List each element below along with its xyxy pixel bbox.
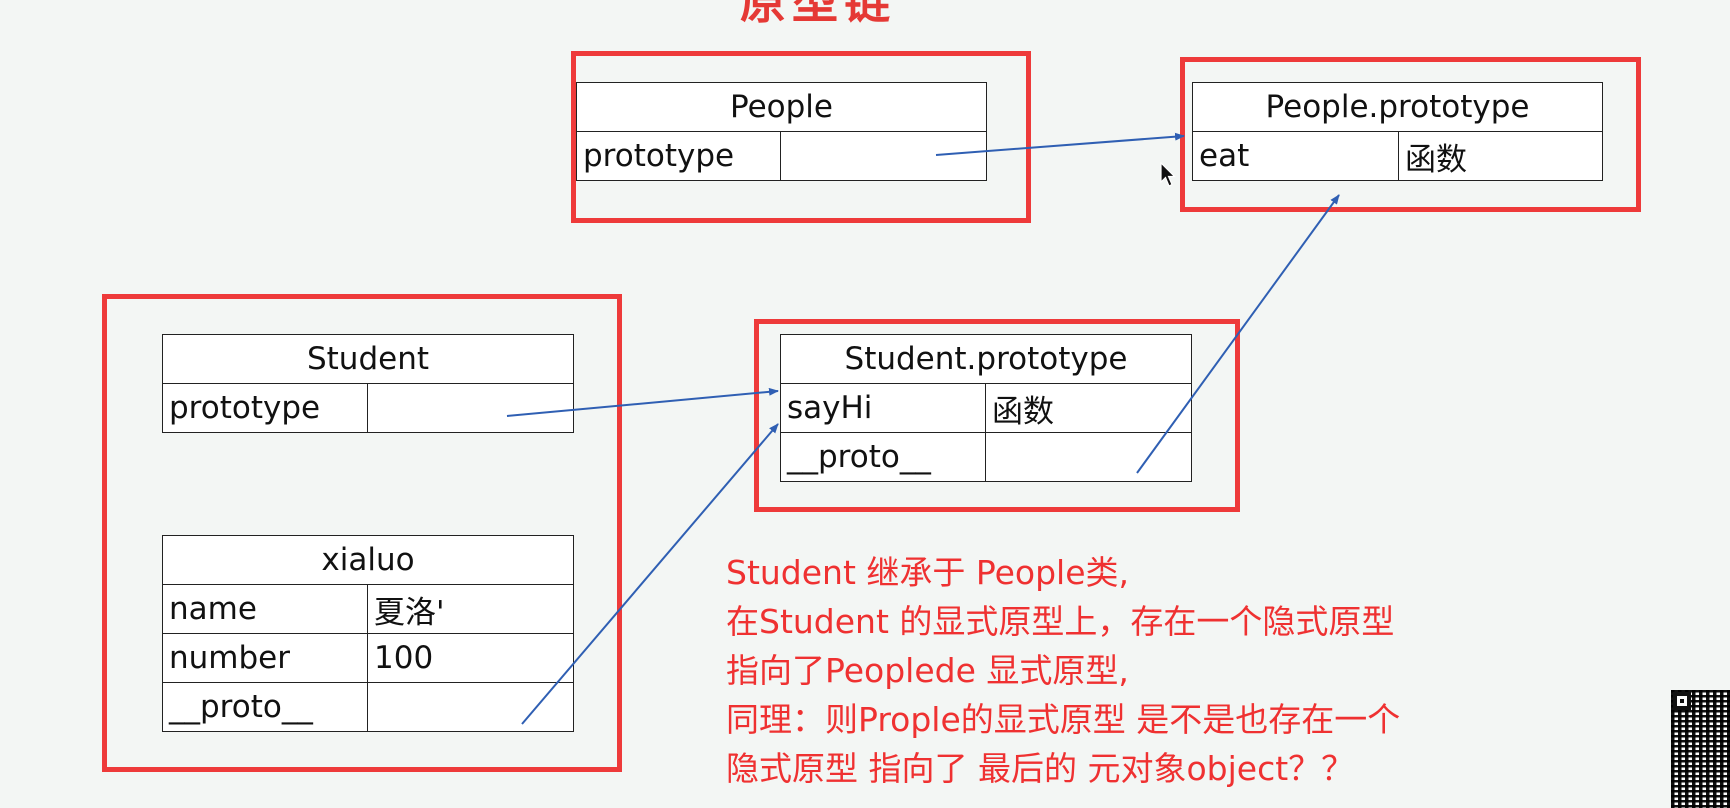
people-frame — [571, 51, 1031, 223]
arrow-student-prototype-proto-to-people-prototype — [1136, 194, 1340, 474]
qr-code-icon — [1671, 690, 1730, 808]
note-line: 指向了Peoplede 显式原型, — [726, 651, 1129, 690]
people-header: People — [576, 82, 987, 132]
note-line: 在Student 的显式原型上，存在一个隐式原型 — [726, 602, 1395, 641]
people-prototype-eat-value: 函数 — [1398, 131, 1603, 181]
note-line: 同理：则Prople的显式原型 是不是也存在一个 — [726, 700, 1401, 739]
xialuo-name-key: name — [162, 584, 368, 634]
student-header: Student — [162, 334, 574, 384]
student-prototype-proto-value — [985, 432, 1192, 482]
people-prototype-value — [780, 131, 987, 181]
qr-finder-pattern — [1673, 692, 1691, 710]
arrow-people-to-people-prototype — [935, 132, 1185, 156]
explanation-note: Student 继承于 People类, 在Student 的显式原型上，存在一… — [726, 548, 1400, 793]
arrow-student-to-student-prototype — [506, 387, 779, 417]
student-table: Student prototype — [162, 334, 574, 433]
xialuo-number-key: number — [162, 633, 368, 683]
slide-title-fragment: 原型链 — [740, 0, 896, 29]
note-line: 隐式原型 指向了 最后的 元对象object？？ — [726, 749, 1355, 788]
student-prototype-key: prototype — [162, 383, 368, 433]
note-line: Student 继承于 People类, — [726, 553, 1130, 592]
xialuo-header: xialuo — [162, 535, 574, 585]
xialuo-proto-value — [367, 682, 574, 732]
student-prototype-frame — [754, 319, 1240, 512]
people-prototype-eat-key: eat — [1192, 131, 1399, 181]
mouse-cursor-icon — [1160, 162, 1176, 187]
student-prototype-sayhi-value: 函数 — [985, 383, 1192, 433]
xialuo-proto-key: __proto__ — [162, 682, 368, 732]
student-prototype-proto-key: __proto__ — [780, 432, 986, 482]
student-prototype-value — [367, 383, 574, 433]
xialuo-table: xialuo name 夏洛' number 100 __proto__ — [162, 535, 574, 732]
student-group-frame — [102, 294, 622, 772]
student-prototype-table: Student.prototype sayHi 函数 __proto__ — [780, 334, 1192, 482]
people-prototype-key: prototype — [576, 131, 781, 181]
arrow-xialuo-proto-to-student-prototype — [521, 423, 779, 725]
people-table: People prototype — [576, 82, 987, 181]
people-prototype-header: People.prototype — [1192, 82, 1603, 132]
people-prototype-table: People.prototype eat 函数 — [1192, 82, 1603, 181]
student-prototype-header: Student.prototype — [780, 334, 1192, 384]
student-prototype-sayhi-key: sayHi — [780, 383, 986, 433]
